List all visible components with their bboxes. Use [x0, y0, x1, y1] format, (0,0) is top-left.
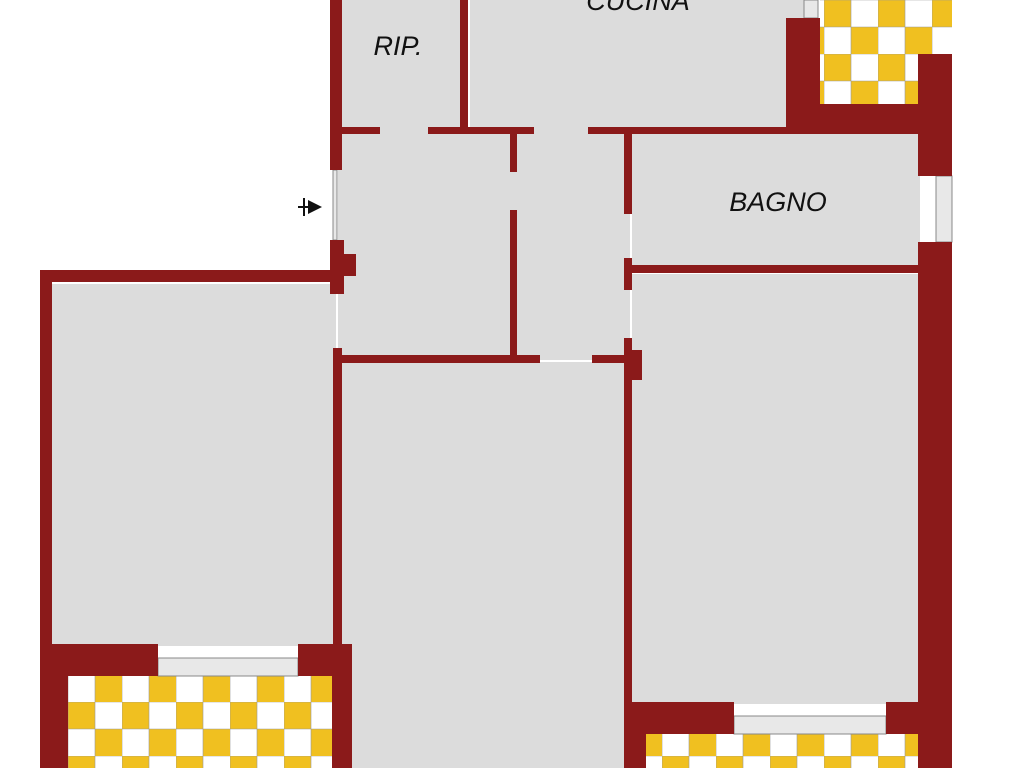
bedroom-left-floor: [50, 284, 336, 646]
kitchen-label: CUCINA: [586, 0, 690, 16]
window-bedroom-right: [733, 715, 887, 735]
windows: [157, 0, 953, 735]
window-bathroom: [935, 175, 953, 243]
kitchen-floor: [470, 0, 788, 130]
balcony-bottom-left: [68, 676, 332, 768]
balconies: [68, 0, 952, 768]
window-bedroom-left: [157, 657, 299, 677]
bedroom-right-floor: [632, 274, 920, 704]
bathroom-floor: [632, 134, 920, 268]
entrance-opening: [332, 169, 338, 241]
living-room-floor: [342, 362, 628, 768]
storage-floor: [342, 0, 464, 130]
storage-label: RIP.: [373, 31, 422, 61]
entrance-arrow-icon: [298, 198, 322, 216]
balcony-bottom-right: [646, 734, 918, 768]
walls: [40, 0, 952, 768]
hallway-floor: [338, 130, 630, 360]
window-kitchen: [803, 0, 819, 19]
floor-areas: [50, 0, 920, 768]
bathroom-label: BAGNO: [729, 187, 827, 217]
